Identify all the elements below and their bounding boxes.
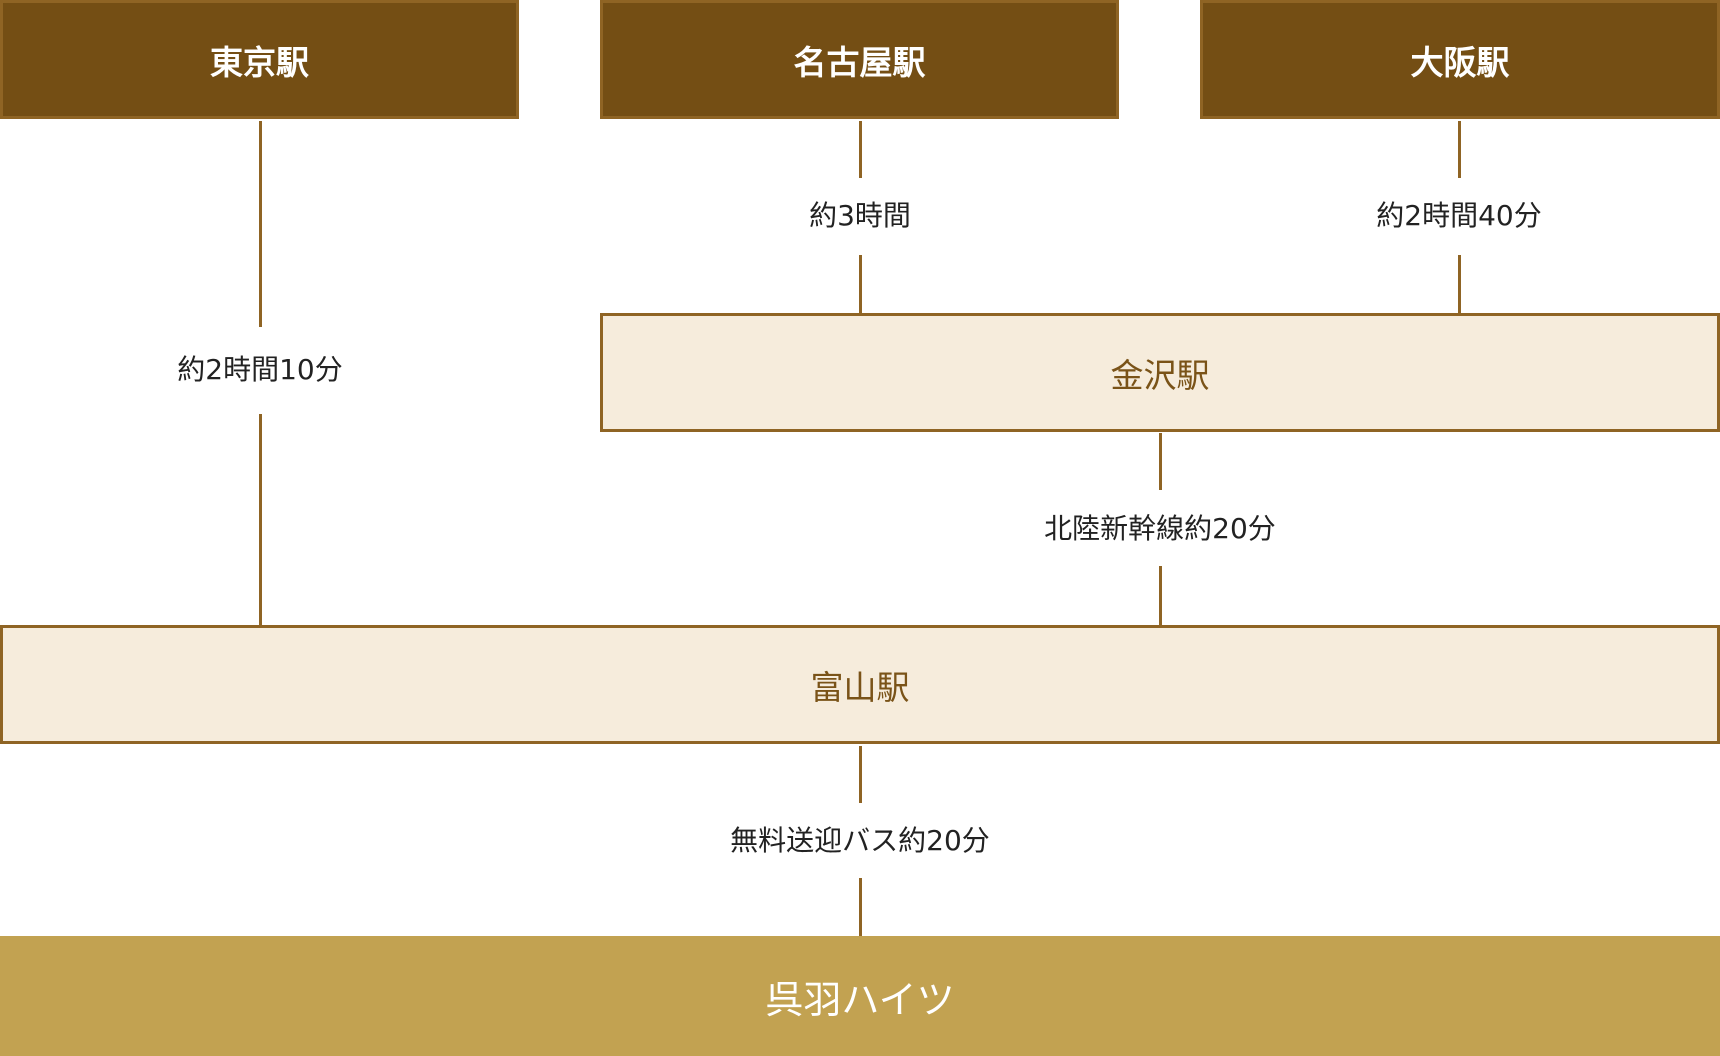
connector-line [259, 121, 262, 327]
nagoya-kanazawa-time: 約3時間 [809, 199, 911, 232]
tokyo-toyama-time: 約2時間10分 [177, 353, 343, 386]
kanazawa-station-label: 金沢駅 [1110, 355, 1210, 395]
connector-line [1159, 566, 1162, 626]
connector-line [859, 255, 862, 314]
tokyo-station-label: 東京駅 [210, 42, 309, 82]
connector-line [859, 746, 862, 803]
tokyo-station-box: 東京駅 [0, 0, 519, 119]
osaka-kanazawa-time: 約2時間40分 [1376, 199, 1542, 232]
nagoya-station-box: 名古屋駅 [600, 0, 1119, 119]
destination-label: 呉羽ハイツ [765, 977, 955, 1022]
toyama-station-label: 富山駅 [810, 667, 910, 707]
connector-line [1458, 255, 1461, 314]
connector-line [859, 878, 862, 936]
connector-line [1159, 433, 1162, 490]
toyama-destination-time: 無料送迎バス約20分 [730, 824, 990, 857]
kanazawa-toyama-time: 北陸新幹線約20分 [1044, 512, 1276, 545]
connector-line [259, 414, 262, 626]
destination-box: 呉羽ハイツ [0, 936, 1720, 1056]
nagoya-station-label: 名古屋駅 [793, 42, 926, 82]
connector-line [1458, 121, 1461, 178]
osaka-station-label: 大阪駅 [1410, 42, 1510, 82]
toyama-station-box: 富山駅 [0, 625, 1720, 744]
kanazawa-station-box: 金沢駅 [600, 313, 1720, 432]
connector-line [859, 121, 862, 178]
osaka-station-box: 大阪駅 [1200, 0, 1720, 119]
